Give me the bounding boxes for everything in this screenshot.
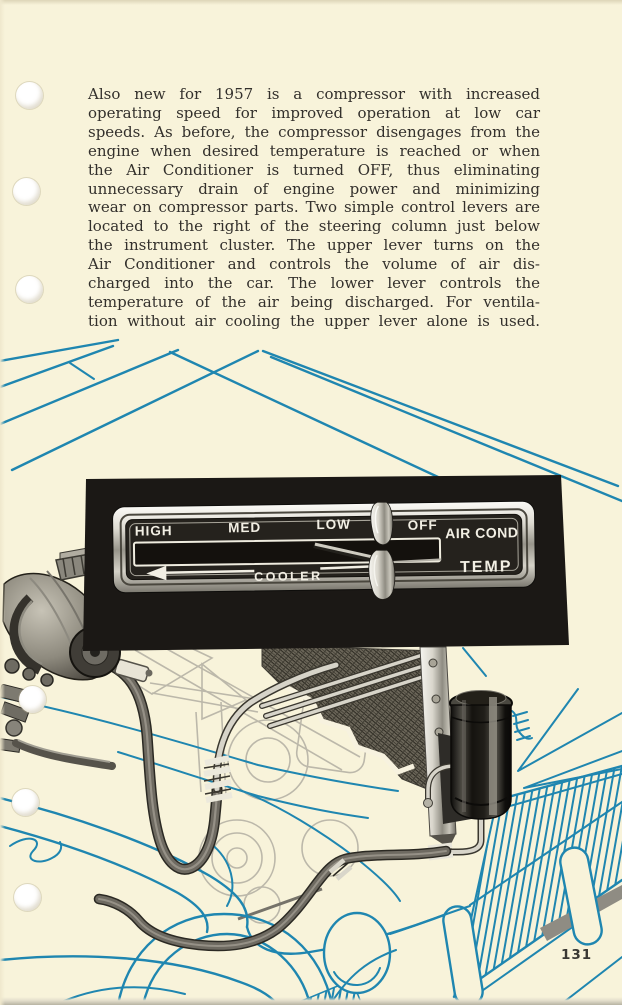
panel-label-med: MED (228, 520, 261, 535)
paragraph-line: the Air Conditioner is turned OFF, thus … (88, 160, 540, 179)
paragraph-line: Air Conditioner and controls the volume … (88, 255, 540, 274)
paragraph-line: unnecessary drain of engine power and mi… (88, 179, 540, 198)
panel-label-air-cond: AIR COND (445, 524, 518, 541)
engine-line-art (80, 619, 373, 924)
binder-hole (12, 789, 39, 816)
lower-lever (313, 542, 442, 600)
binder-hole (14, 884, 41, 911)
binder-hole (16, 82, 43, 109)
paragraph-line: engine when desired temperature is reach… (88, 141, 540, 160)
page-edge-top (0, 0, 622, 5)
condenser-illustration (259, 644, 441, 794)
paragraph-line: operating speed for improved operation a… (88, 103, 540, 122)
paragraph-line: located to the right of the steering col… (88, 217, 540, 236)
page-number: 131 (561, 947, 593, 963)
paragraph-line: Also new for 1957 is a compressor with i… (88, 85, 540, 103)
paragraph-line: charged into the car. The lower lever co… (88, 274, 540, 293)
bumper-line-art (322, 846, 603, 1005)
binder-hole (13, 178, 40, 205)
paragraph-line: temperature of the air being discharged.… (88, 292, 540, 311)
ac-control-panel: HIGH MED LOW OFF AIR COND TEMP COOLER (112, 500, 536, 600)
page-edge-left (0, 0, 5, 1005)
paragraph-line: the instrument cluster. The upper lever … (88, 236, 540, 255)
paragraph-line: speeds. As before, the compressor diseng… (88, 122, 540, 141)
panel-label-cooler: COOLER (254, 569, 323, 584)
panel-label-low: LOW (316, 517, 351, 532)
panel-label-high: HIGH (135, 523, 173, 539)
paragraph-line: wear on compressor parts. Two simple con… (88, 198, 540, 217)
upper-lever (370, 501, 394, 546)
binder-hole (16, 276, 43, 303)
refrigerant-hoses (90, 654, 452, 952)
body-paragraph: Also new for 1957 is a compressor with i… (88, 85, 540, 331)
panel-label-off: OFF (408, 517, 438, 532)
page-edge-bottom (0, 997, 622, 1005)
control-panel-photo: HIGH MED LOW OFF AIR COND TEMP COOLER (83, 475, 569, 651)
panel-label-temp: TEMP (460, 558, 513, 576)
paragraph-line: tion without air cooling the upper lever… (88, 311, 540, 330)
binder-hole (19, 686, 46, 713)
